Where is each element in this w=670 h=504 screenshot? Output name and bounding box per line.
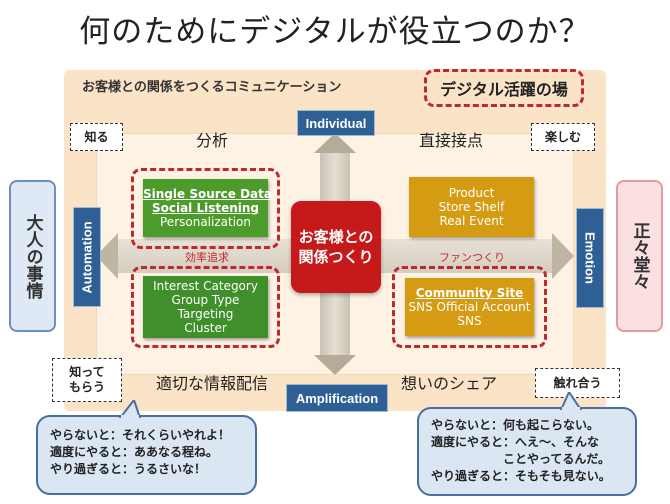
right-arrowhead [552,233,574,279]
cell-bottom-right-line-2: SNS Official Account [408,300,531,314]
axis-automation: Automation [73,207,101,307]
quadrant-title-share: 想いのシェア [401,374,498,393]
cell-top-right-line-1: Product [448,186,495,200]
up-arrowhead [314,133,356,153]
cell-bottom-left-line-2: Group Type [171,293,240,307]
quadrant-title-analysis: 分析 [196,131,229,150]
axis-emotion-label: Emotion [582,232,598,284]
bubble-right-line-4: やり過ぎると：そもそも見ない。 [431,469,611,483]
cell-top-right-line-3: Real Event [439,214,504,228]
cell-top-left-line-1: Single Source Data [143,187,272,201]
cell-top-left: Single Source Data Social Listening Pers… [143,179,272,237]
cell-bottom-left-line-3: Targeting [177,307,234,321]
corner-enjoy: 楽しむ [531,123,595,151]
side-label-right-text: 正々堂々 [629,222,650,290]
bubble-right-tail [559,392,583,410]
page-title: 何のためにデジタルが役立つのか？ [79,14,591,50]
corner-touch: 触れ合う [535,368,620,398]
bubble-left-tail [118,400,142,418]
bubble-right-line-1: やらないと：何も起こらない。 [431,418,600,432]
quadrant-title-distribution: 適切な情報配信 [156,374,269,393]
side-label-right: 正々堂々 [616,180,663,332]
digital-area-legend: デジタル活躍の場 [424,69,584,107]
axis-automation-label: Automation [79,220,95,294]
banner-text: お客様との関係をつくるコミュニケーション [82,80,342,95]
bubble-right-line-2: 適度にやると：へえ～、そんな [431,435,600,449]
digital-zone-top-left [131,168,280,249]
cell-bottom-right-line-1: Community Site [415,286,524,300]
down-arrowhead [314,355,356,375]
cell-top-left-line-2: Social Listening [151,201,260,215]
axis-emotion: Emotion [576,208,604,308]
cell-top-left-line-3: Personalization [160,215,251,229]
corner-get-known: 知って もらう [52,358,122,402]
bubble-right: やらないと：何も起こらない。 適度にやると：へえ～、そんな ことやってるんだ。 … [417,407,637,496]
cell-top-right: Product Store Shelf Real Event [409,177,534,237]
cell-bottom-left: Interest Category Group Type Targeting C… [143,276,268,338]
digital-zone-bottom-left [131,266,280,348]
side-label-left-text: 大人の事情 [22,213,43,299]
cell-bottom-right: Community Site SNS Official Account SNS [405,278,534,336]
quadrant-title-direct-contact: 直接接点 [419,131,484,150]
bubble-left-line-2: 適度にやると：ああなる程ね。 [50,445,219,459]
hub-customer-relationship: お客様との 関係つくり [291,201,381,293]
axis-individual: Individual [297,110,375,136]
bubble-left: やらないと：それくらいやれよ！ 適度にやると：ああなる程ね。 やり過ぎると：うる… [36,415,257,495]
digital-zone-bottom-right [392,266,547,348]
bar-label-fan-building: ファンつくり [439,251,505,264]
bubble-right-line-3: ことやってるんだ。 [431,452,611,466]
bubble-left-line-1: やらないと：それくらいやれよ！ [50,428,231,442]
cell-bottom-right-line-3: SNS [457,314,482,328]
bubble-left-line-3: やり過ぎると：うるさいな！ [50,462,207,476]
bar-label-efficiency: 効率追求 [185,251,229,264]
left-arrowhead [96,233,118,279]
cell-top-right-line-2: Store Shelf [438,200,505,214]
cell-bottom-left-line-1: Interest Category [153,279,258,293]
corner-know: 知る [70,123,123,151]
cell-bottom-left-line-4: Cluster [184,321,227,335]
side-label-left: 大人の事情 [9,180,56,332]
axis-amplification: Amplification [286,384,388,412]
